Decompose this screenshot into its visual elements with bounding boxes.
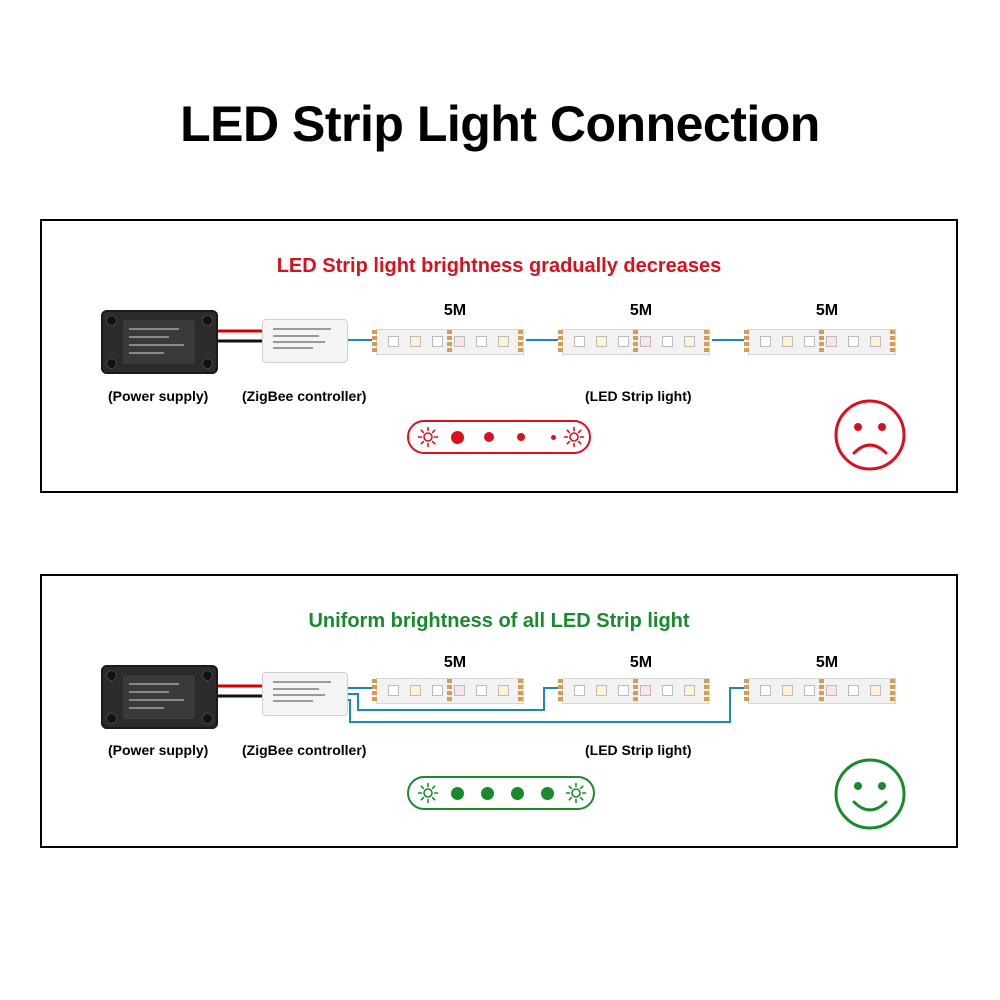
sun-icon — [417, 782, 439, 804]
sad-face-icon — [834, 399, 906, 471]
brightness-dot — [484, 432, 494, 442]
power-supply — [101, 665, 218, 729]
led-strip — [372, 327, 526, 355]
segment-length: 5M — [443, 654, 467, 671]
panel-heading: LED Strip light brightness gradually dec… — [276, 255, 722, 277]
brightness-dot — [510, 786, 524, 800]
brightness-dot — [550, 434, 556, 440]
led-strip — [372, 676, 526, 704]
panel-brightness-decreases: LED Strip light brightness gradually dec… — [40, 219, 958, 493]
brightness-dot — [450, 786, 464, 800]
strip-label: (LED Strip light) — [585, 742, 692, 758]
brightness-indicator — [407, 420, 591, 454]
brightness-dot — [450, 430, 464, 444]
controller-label: (ZigBee controller) — [242, 742, 367, 758]
led-strip — [744, 327, 898, 355]
segment-length: 5M — [629, 302, 653, 319]
power-supply — [101, 310, 218, 374]
segment-length: 5M — [629, 654, 653, 671]
segment-length: 5M — [815, 654, 839, 671]
power-supply-label: (Power supply) — [108, 742, 209, 758]
zigbee-controller — [262, 319, 348, 363]
brightness-dot — [540, 786, 554, 800]
sun-icon — [417, 426, 439, 448]
wiring — [216, 684, 744, 723]
panel-heading: Uniform brightness of all LED Strip ligh… — [308, 610, 690, 632]
led-strip — [558, 327, 712, 355]
segment-length: 5M — [815, 302, 839, 319]
brightness-indicator — [407, 776, 595, 810]
zigbee-controller — [262, 672, 348, 716]
power-supply-label: (Power supply) — [108, 388, 209, 404]
sun-icon — [563, 426, 585, 448]
segment-length: 5M — [443, 302, 467, 319]
happy-face-icon — [834, 758, 906, 830]
controller-label: (ZigBee controller) — [242, 388, 367, 404]
brightness-dot — [480, 786, 494, 800]
brightness-dot — [517, 433, 525, 441]
wiring — [216, 329, 744, 343]
page-title: LED Strip Light Connection — [180, 96, 820, 152]
sun-icon — [565, 782, 587, 804]
led-strip — [558, 676, 712, 704]
strip-label: (LED Strip light) — [585, 388, 692, 404]
panel-uniform-brightness: Uniform brightness of all LED Strip ligh… — [40, 574, 958, 848]
led-strip — [744, 676, 898, 704]
